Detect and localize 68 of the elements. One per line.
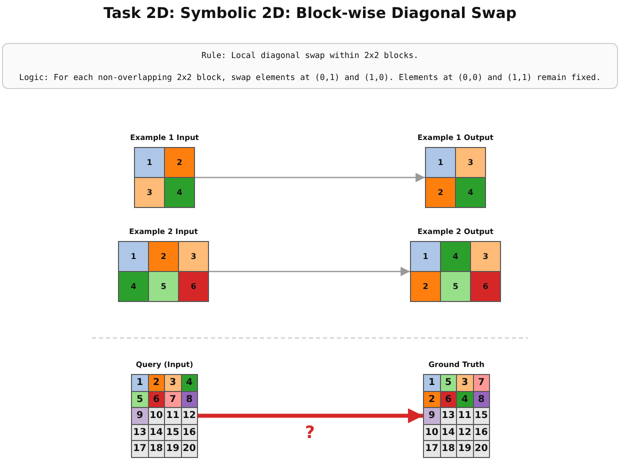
grid-cell: 9 — [132, 408, 148, 424]
grid-cell: 6 — [179, 272, 208, 301]
grid-cell: 2 — [148, 375, 164, 390]
grid-cell: 7 — [474, 375, 489, 390]
grid-cell: 20 — [182, 441, 197, 456]
grid-cell: 13 — [132, 424, 148, 440]
grid-cell: 15 — [165, 424, 180, 440]
grid-cell: 6 — [471, 272, 500, 301]
grid-cell: 19 — [457, 441, 472, 456]
grid-cell: 16 — [474, 424, 489, 440]
grid-cell: 3 — [456, 148, 485, 177]
grid-cell: 2 — [165, 148, 194, 177]
grid-cell: 5 — [441, 272, 470, 301]
grid-cell: 1 — [411, 242, 440, 271]
grid-cell: 4 — [165, 178, 194, 207]
arrow — [198, 408, 423, 424]
grid-cell: 11 — [457, 408, 472, 424]
grid-cell: 19 — [165, 441, 180, 456]
grid-cell: 3 — [165, 375, 180, 390]
grid-cell: 12 — [182, 408, 197, 424]
grid-cell: 4 — [456, 178, 485, 207]
grid-cell: 15 — [474, 408, 489, 424]
grid-cell: 4 — [182, 375, 197, 390]
grid-cell: 8 — [182, 392, 197, 407]
grid-cell: 14 — [440, 424, 456, 440]
rule-panel — [2, 43, 618, 89]
grid-cell: 8 — [474, 392, 489, 407]
grid-cell: 1 — [426, 148, 455, 177]
grid-cell: 3 — [179, 242, 208, 271]
grid-cell: 16 — [182, 424, 197, 440]
grid-cell: 3 — [135, 178, 164, 207]
grid-cell: 1 — [119, 242, 148, 271]
grid-cell: 4 — [119, 272, 148, 301]
grid-cell: 6 — [440, 392, 456, 407]
grid-cell: 18 — [440, 441, 456, 456]
grid-cell: 14 — [148, 424, 164, 440]
grid-cell: 12 — [457, 424, 472, 440]
grid-cell: 5 — [149, 272, 178, 301]
rule-text: Logic: For each non-overlapping 2x2 block, swap elements at (0,1) and (1,0). Elements at (0,0) and (1,1) remain fixed. — [19, 72, 601, 82]
grid-cell: 10 — [148, 408, 164, 424]
rule-text: Rule: Local diagonal swap within 2x2 blocks. — [202, 50, 418, 60]
grid-cell: 11 — [165, 408, 180, 424]
grid-cell: 17 — [132, 441, 148, 456]
diagram-title: Task 2D: Symbolic 2D: Block-wise Diagonal Swap — [104, 4, 517, 22]
grid-cell: 3 — [457, 375, 472, 390]
grid-cell: 4 — [457, 392, 472, 407]
grid-cell: 10 — [424, 424, 440, 440]
grid-cell: 5 — [132, 392, 148, 407]
grid-cell: 2 — [424, 392, 440, 407]
grid-cell: 6 — [148, 392, 164, 407]
grid-cell: 7 — [165, 392, 180, 407]
grid-cell: 5 — [440, 375, 456, 390]
grid-cell: 2 — [411, 272, 440, 301]
arrow — [209, 266, 410, 276]
arrow — [195, 172, 425, 182]
grid-cell: 20 — [474, 441, 489, 456]
grid-cell: 17 — [424, 441, 440, 456]
grid-cell: 1 — [132, 375, 148, 390]
question-mark: ? — [305, 425, 315, 442]
grid-cell: 2 — [426, 178, 455, 207]
grid-cell: 18 — [148, 441, 164, 456]
grid-cell: 1 — [135, 148, 164, 177]
grid-cell: 9 — [424, 408, 440, 424]
grid-cell: 1 — [424, 375, 440, 390]
grid-cell: 3 — [471, 242, 500, 271]
grid-cell: 2 — [149, 242, 178, 271]
grid-cell: 4 — [441, 242, 470, 271]
grid-cell: 13 — [440, 408, 456, 424]
